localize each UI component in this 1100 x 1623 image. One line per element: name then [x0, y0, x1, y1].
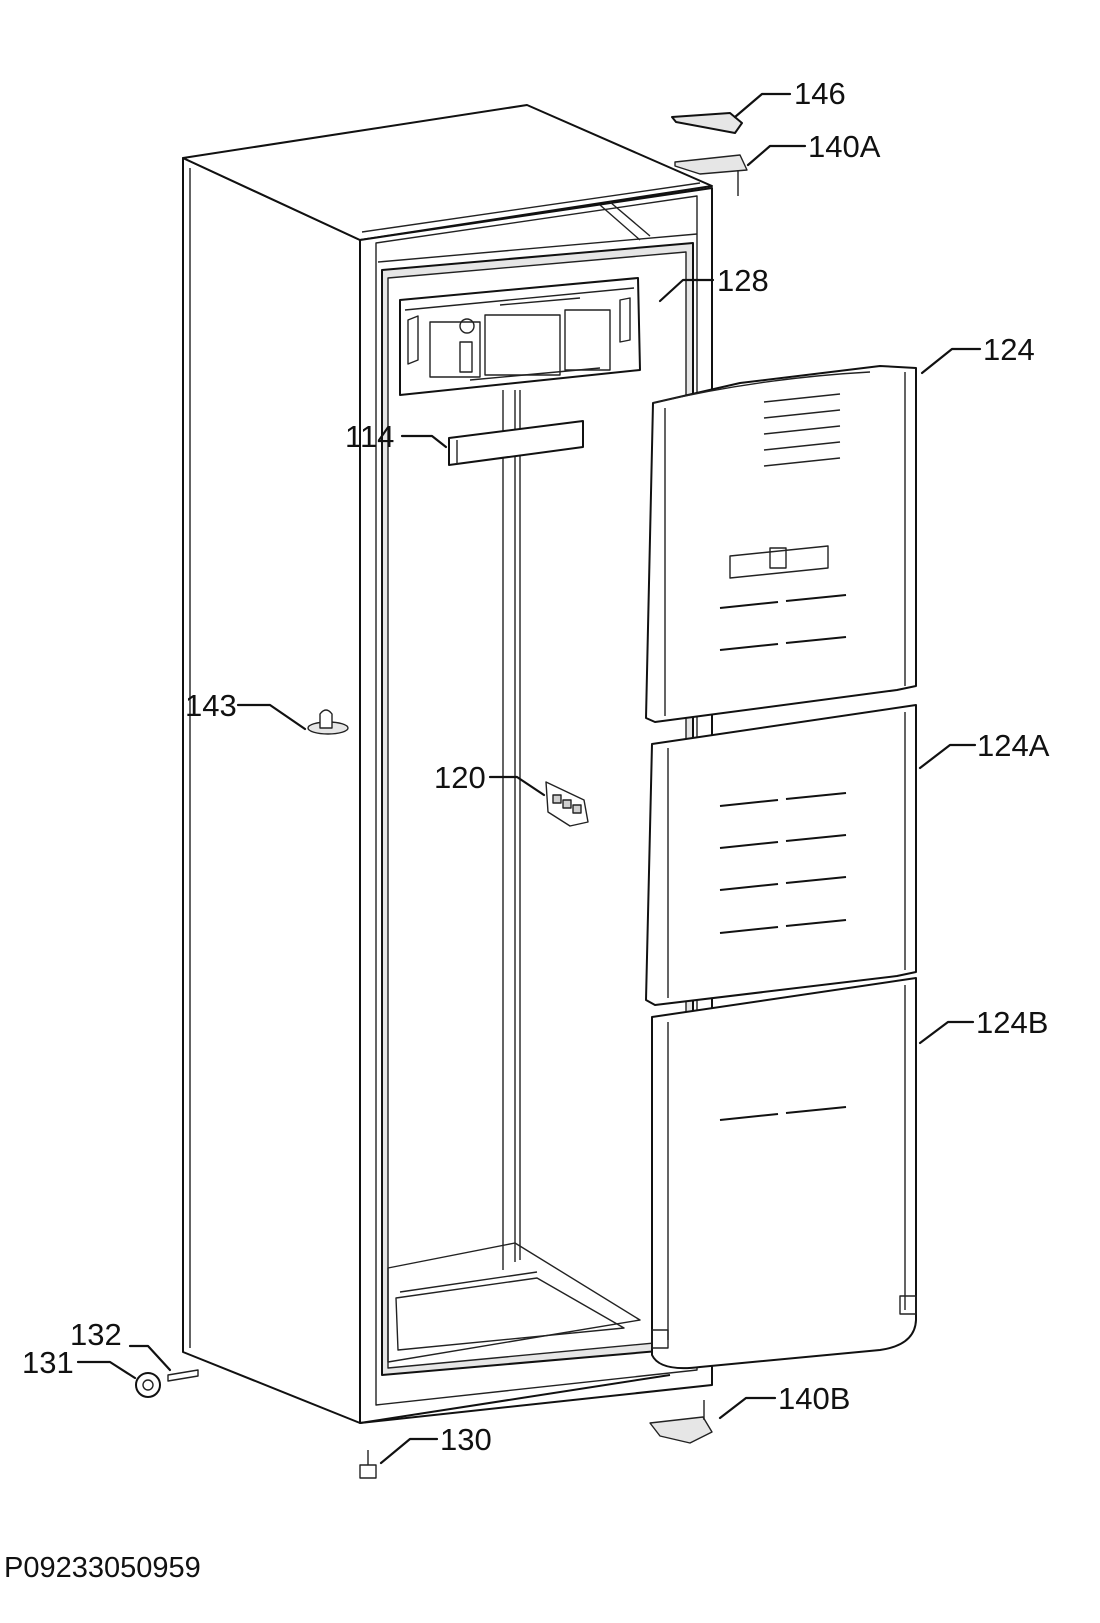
bottom-hinge-part-140B [649, 1400, 713, 1444]
callout-128: 128 [717, 263, 769, 298]
callout-131: 131 [22, 1345, 74, 1380]
wheel-part-131 [135, 1372, 161, 1398]
plug-part-143 [307, 709, 349, 735]
door-part-124B [651, 977, 917, 1370]
callout-140B: 140B [778, 1381, 850, 1416]
callout-124B: 124B [976, 1005, 1048, 1040]
callout-146: 146 [794, 76, 846, 111]
callout-130: 130 [440, 1422, 492, 1457]
callout-132: 132 [70, 1317, 122, 1352]
leader-lines [76, 92, 982, 1465]
cabinet [182, 104, 713, 1424]
fan-housing-part-128 [399, 277, 641, 396]
hinge-cover-part-146 [671, 112, 743, 134]
light-cover-part-114 [448, 420, 584, 466]
callout-124A: 124A [977, 728, 1050, 763]
callout-120: 120 [434, 760, 486, 795]
door-part-124 [645, 365, 917, 723]
callout-143: 143 [185, 688, 237, 723]
callout-labels: 146 140A 128 124 114 143 120 124A 124B 1… [22, 76, 1050, 1457]
foot-part-130 [359, 1450, 377, 1479]
callout-114: 114 [345, 419, 394, 454]
callout-124: 124 [983, 332, 1035, 367]
top-hinge-part-140A [674, 154, 748, 196]
door-part-124A [645, 704, 917, 1006]
callout-140A: 140A [808, 129, 881, 164]
drawing-code: P09233050959 [4, 1552, 201, 1584]
clip-part-120 [545, 781, 589, 827]
axle-part-132 [167, 1369, 199, 1382]
